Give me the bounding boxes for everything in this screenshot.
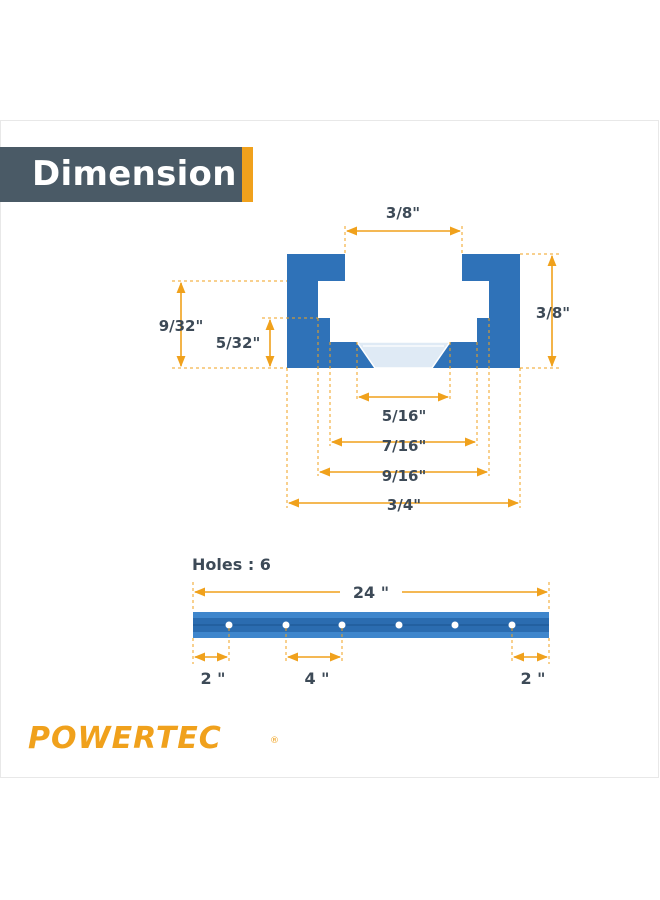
hole xyxy=(225,621,233,629)
hole xyxy=(451,621,459,629)
dim-top-opening: 3/8" xyxy=(386,204,420,222)
brand-logo: POWERTEC xyxy=(28,721,222,756)
title-banner-accent xyxy=(242,147,253,202)
profile-arrows xyxy=(176,226,557,508)
dim-mid-width: 9/16" xyxy=(382,467,427,485)
dim-right-height: 3/8" xyxy=(536,304,570,322)
dim-inner-width: 7/16" xyxy=(382,437,427,455)
dim-outer-height: 9/32" xyxy=(159,317,204,335)
dim-overall-width: 3/4" xyxy=(387,496,421,514)
title-banner xyxy=(0,147,242,202)
end-spacing-left: 2 " xyxy=(200,669,225,688)
hole xyxy=(282,621,290,629)
dim-inner-step: 5/32" xyxy=(216,334,261,352)
brand-registered-mark: ® xyxy=(270,736,279,746)
hole xyxy=(338,621,346,629)
page-title: Dimension xyxy=(32,154,237,194)
hole-spacing: 4 " xyxy=(304,669,329,688)
product-card xyxy=(0,120,659,778)
hole-row xyxy=(225,621,516,629)
hole xyxy=(395,621,403,629)
end-spacing-right: 2 " xyxy=(520,669,545,688)
bar-length: 24 " xyxy=(353,583,389,602)
dim-bottom-slot: 5/16" xyxy=(382,407,427,425)
countersink-notch xyxy=(355,341,452,369)
hole xyxy=(508,621,516,629)
profile-guides xyxy=(172,226,560,508)
holes-label: Holes : 6 xyxy=(192,555,271,574)
